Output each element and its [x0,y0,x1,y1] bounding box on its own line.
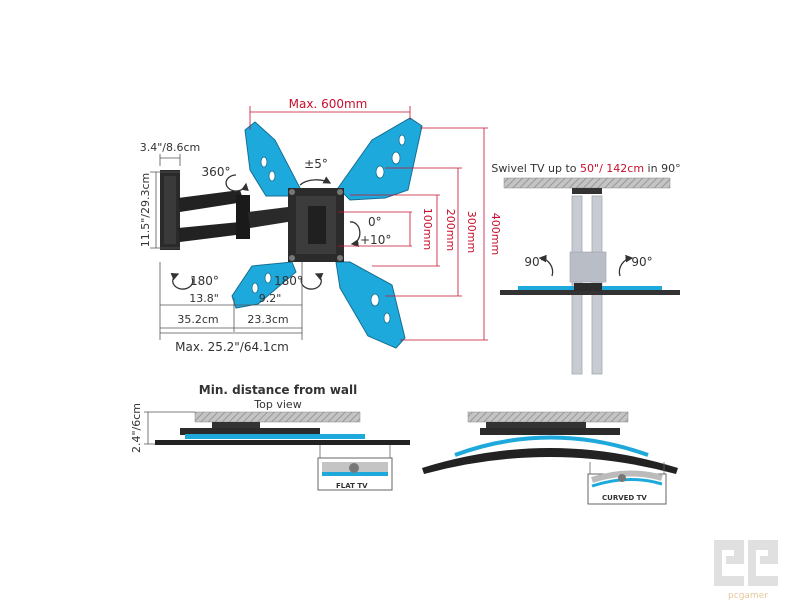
swivel-title-highlight: 50"/ 142cm [580,162,644,175]
max-extension-label: Max. 25.2"/64.1cm [175,340,289,354]
curved-tv-setup: CURVED TV [422,411,678,505]
arm-bottom-right [335,261,406,349]
vesa-400-label: 400mm [489,213,502,255]
tilt-up-label: 0° [368,215,382,229]
wall-distance-value: 2.4"/6cm [130,403,143,453]
vesa-300-label: 300mm [465,211,478,253]
swivel-left-label: 180° [190,274,219,288]
pcgamer-logo-icon [714,540,778,586]
swivel-title: Swivel TV up to 50"/ 142cm in 90° [491,162,680,175]
pcgamer-watermark: pcgamer [714,540,778,600]
swivel-title-suffix: in 90° [644,162,681,175]
arm1-cm-label: 35.2cm [177,313,218,326]
arm1-inch-label: 13.8" [189,292,219,305]
curved-tv-panel [422,448,678,474]
curved-tv-label: CURVED TV [602,494,647,502]
tilt-down-label: +10° [360,233,391,247]
wall-distance-title: Min. distance from wall [199,383,357,397]
arm-top-left [244,121,301,197]
swivel-view: Swivel TV up to 50"/ 142cm in 90° 90° 90… [491,162,681,375]
swivel-left-angle: 90° [524,255,545,269]
articulating-arms [178,190,300,242]
watermark-text: pcgamer [728,591,768,600]
flat-tv-panel [155,440,410,445]
arm-top-right [337,117,423,201]
flat-tv-setup: FLAT TV [155,411,410,491]
rotation-label: 360° [202,165,231,179]
arm2-cm-label: 23.3cm [247,313,288,326]
ceiling-hatch [503,177,671,189]
center-bracket [288,188,344,262]
swivel-title-prefix: Swivel TV up to [491,162,580,175]
flat-tv-label: FLAT TV [336,482,368,490]
swivel-tv-bar [500,290,680,295]
wall-distance-subtitle: Top view [253,398,301,411]
arm2-inch-label: 9.2" [259,292,282,305]
arm-bottom-left [231,261,297,309]
swivel-right-angle: 90° [631,255,652,269]
vesa-100-label: 100mm [421,208,434,250]
max-width-label: Max. 600mm [289,97,368,111]
tilt-lr-label: ±5° [304,157,328,171]
main-mount-view: Max. 600mm 3.4"/8.6cm 11.5"/29.3cm 360° … [139,97,502,354]
vesa-200-label: 200mm [444,209,457,251]
swivel-right-label: 180° [274,274,303,288]
height-label: 11.5"/29.3cm [139,173,152,248]
wall-distance-view: Min. distance from wall Top view 2.4"/6c… [130,383,678,505]
vesa-arms [231,117,423,349]
depth-label: 3.4"/8.6cm [140,141,201,154]
